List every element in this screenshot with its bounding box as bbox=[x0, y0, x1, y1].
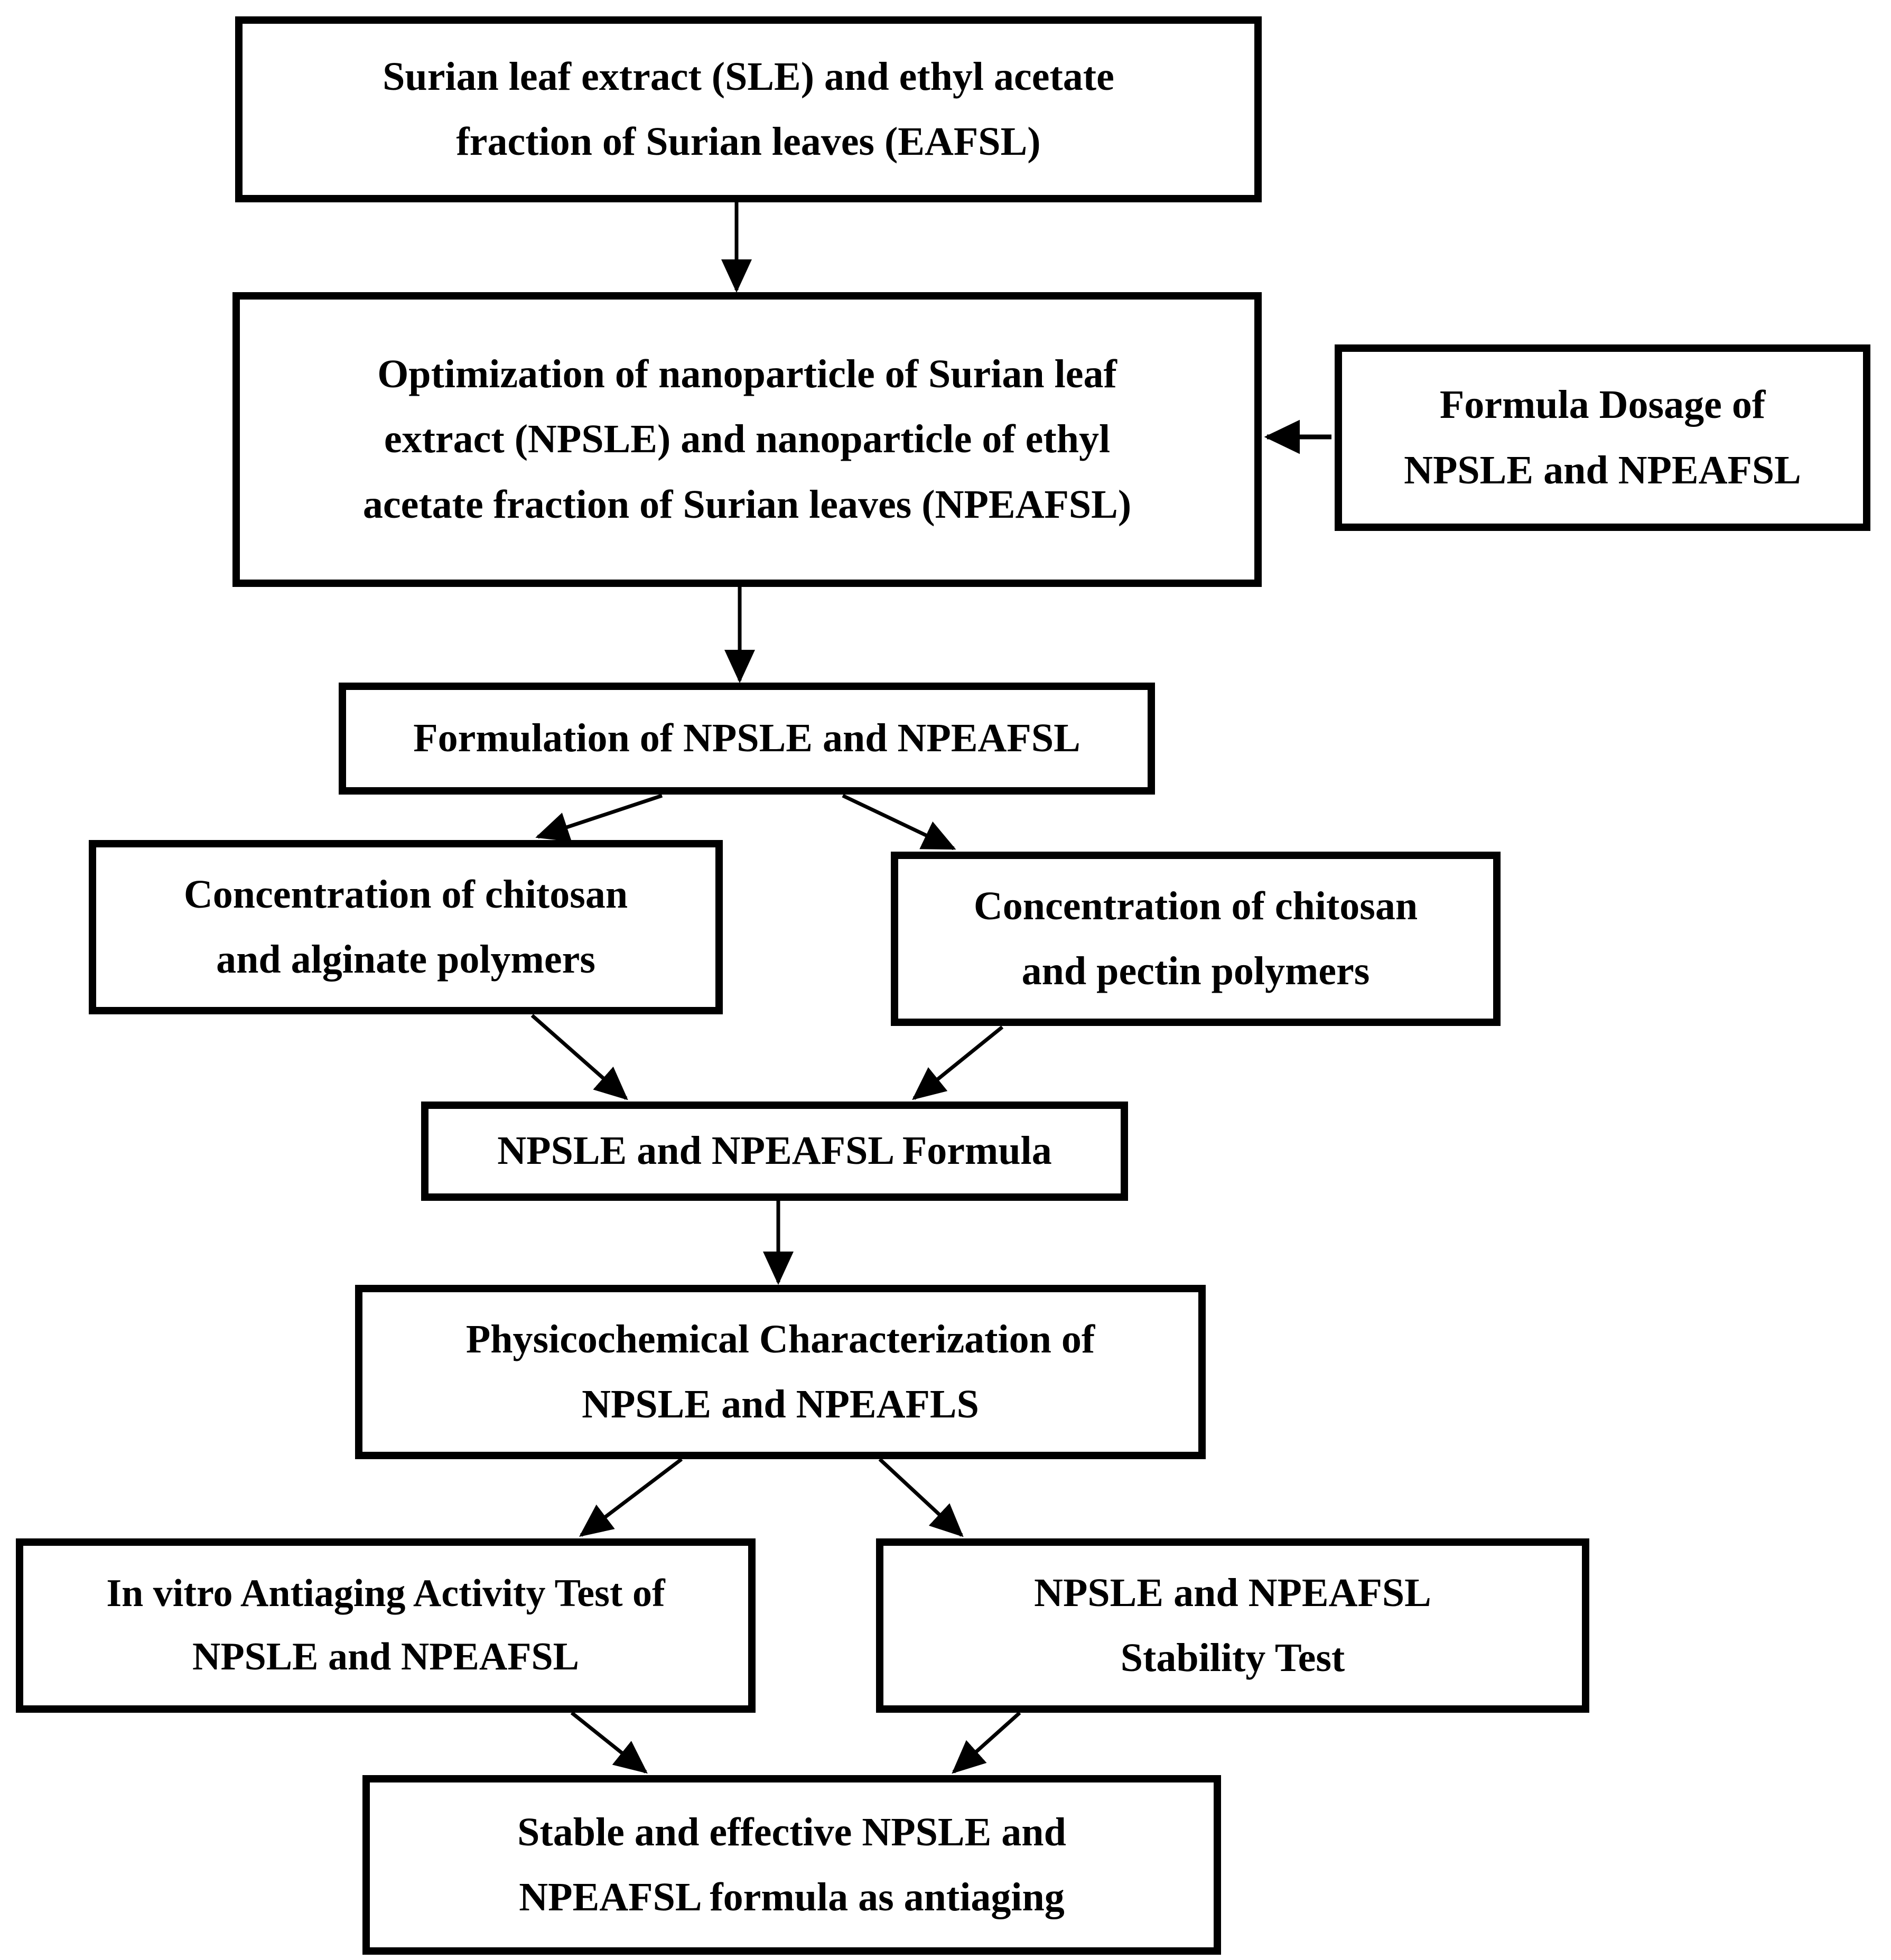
edge-stability-test-to-final-outcome bbox=[952, 1711, 1021, 1774]
node-characterization-line-2: NPSLE and NPEAFLS bbox=[582, 1382, 979, 1426]
node-characterization-line-1: Physicochemical Characterization of bbox=[465, 1317, 1095, 1361]
node-chitosan-pectin-line-1: Concentration of chitosan bbox=[973, 883, 1418, 928]
node-source-extract-line-1: Surian leaf extract (SLE) and ethyl acet… bbox=[383, 54, 1114, 99]
node-antiaging-test-line-1: In vitro Antiaging Activity Test of bbox=[106, 1572, 665, 1616]
node-chitosan-alginate[interactable]: Concentration of chitosan and alginate p… bbox=[89, 840, 723, 1014]
node-combined-formula-line-1: NPSLE and NPEAFSL Formula bbox=[497, 1128, 1052, 1173]
node-chitosan-pectin[interactable]: Concentration of chitosan and pectin pol… bbox=[891, 852, 1501, 1026]
edge-formulation-to-chitosan-alginate bbox=[535, 794, 663, 842]
node-stability-test-line-2: Stability Test bbox=[1120, 1636, 1345, 1680]
edge-characterization-to-stability-test bbox=[878, 1458, 964, 1537]
edge-formulation-to-chitosan-pectin bbox=[842, 794, 956, 851]
node-formula-dosage[interactable]: Formula Dosage of NPSLE and NPEAFSL bbox=[1335, 344, 1870, 531]
node-final-outcome-line-2: NPEAFSL formula as antiaging bbox=[519, 1875, 1065, 1919]
node-formula-dosage-line-1: Formula Dosage of bbox=[1439, 382, 1766, 427]
node-final-outcome[interactable]: Stable and effective NPSLE and NPEAFSL f… bbox=[362, 1775, 1221, 1955]
node-antiaging-test-line-2: NPSLE and NPEAFSL bbox=[192, 1635, 579, 1678]
edge-antiaging-test-to-final-outcome bbox=[570, 1711, 648, 1774]
node-final-outcome-line-1: Stable and effective NPSLE and bbox=[517, 1809, 1066, 1854]
node-optimization-line-3: acetate fraction of Surian leaves (NPEAF… bbox=[362, 482, 1132, 527]
node-chitosan-pectin-line-2: and pectin polymers bbox=[1021, 949, 1370, 993]
edge-chitosan-alginate-to-combined-formula bbox=[530, 1014, 628, 1100]
node-formula-dosage-line-2: NPSLE and NPEAFSL bbox=[1404, 447, 1801, 492]
node-optimization-line-1: Optimization of nanoparticle of Surian l… bbox=[377, 352, 1117, 397]
edge-characterization-to-antiaging-test bbox=[579, 1458, 683, 1537]
node-combined-formula[interactable]: NPSLE and NPEAFSL Formula bbox=[421, 1102, 1128, 1201]
node-optimization-line-2: extract (NPSLE) and nanoparticle of ethy… bbox=[384, 417, 1111, 462]
node-formulation-line-1: Formulation of NPSLE and NPEAFSL bbox=[413, 716, 1080, 761]
node-stability-test[interactable]: NPSLE and NPEAFSL Stability Test bbox=[876, 1538, 1589, 1713]
node-source-extract[interactable]: Surian leaf extract (SLE) and ethyl acet… bbox=[235, 16, 1262, 202]
node-chitosan-alginate-line-1: Concentration of chitosan bbox=[183, 872, 628, 917]
node-chitosan-alginate-line-2: and alginate polymers bbox=[216, 937, 595, 982]
edge-chitosan-pectin-to-combined-formula bbox=[912, 1025, 1004, 1100]
node-characterization[interactable]: Physicochemical Characterization of NPSL… bbox=[355, 1285, 1206, 1459]
node-optimization[interactable]: Optimization of nanoparticle of Surian l… bbox=[232, 292, 1262, 587]
node-stability-test-line-1: NPSLE and NPEAFSL bbox=[1034, 1570, 1431, 1615]
node-formulation[interactable]: Formulation of NPSLE and NPEAFSL bbox=[339, 683, 1155, 795]
node-antiaging-test[interactable]: In vitro Antiaging Activity Test of NPSL… bbox=[16, 1538, 756, 1713]
node-source-extract-line-2: fraction of Surian leaves (EAFSL) bbox=[456, 119, 1041, 164]
